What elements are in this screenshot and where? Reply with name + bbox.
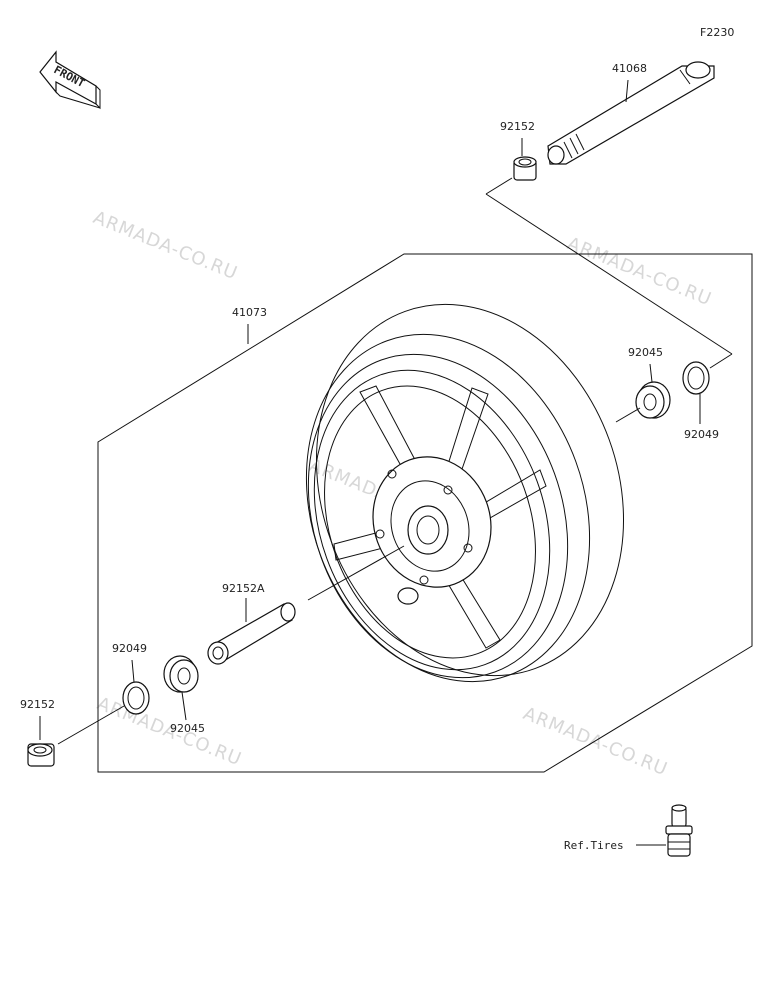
part-number-collar-top: 92152 <box>500 120 535 133</box>
assembly-outline <box>97 177 753 773</box>
part-number-seal-right: 92049 <box>684 428 719 441</box>
tire-valve-part <box>665 804 693 857</box>
part-number-collar-left: 92152 <box>20 698 55 711</box>
part-number-spacer: 92152A <box>222 582 265 595</box>
part-number-wheel: 41073 <box>232 306 267 319</box>
collar-left-part <box>27 743 55 767</box>
axle-part <box>547 61 715 165</box>
diagram-code: F2230 <box>700 26 734 39</box>
wheel-part <box>305 303 625 683</box>
watermark: ARMADA-CO.RU <box>90 207 241 284</box>
front-arrow-icon: FRONT <box>39 50 101 110</box>
part-number-bearing-right: 92045 <box>628 346 663 359</box>
bearing-left-part <box>163 655 199 693</box>
part-number-bearing-left: 92045 <box>170 722 205 735</box>
seal-right-part <box>682 361 710 395</box>
bearing-right-part <box>635 381 671 419</box>
part-number-axle: 41068 <box>612 62 647 75</box>
collar-top-part <box>513 156 537 181</box>
watermark: ARMADA-CO.RU <box>520 703 671 780</box>
ref-tires-label: Ref.Tires <box>564 839 624 852</box>
part-number-seal-left: 92049 <box>112 642 147 655</box>
seal-left-part <box>122 681 150 715</box>
watermark: ARMADA-CO.RU <box>564 233 715 310</box>
spacer-part <box>207 602 296 665</box>
